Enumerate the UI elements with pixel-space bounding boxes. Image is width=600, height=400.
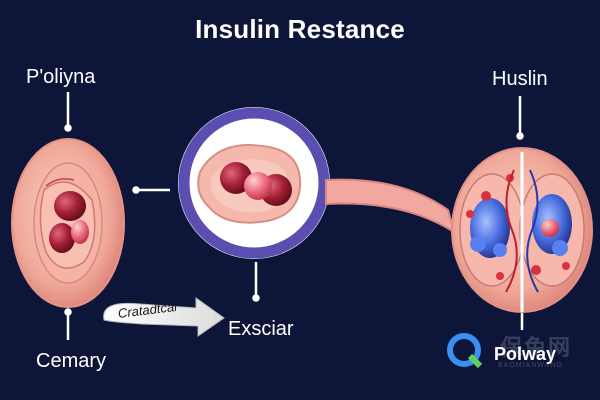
label-bottom-right: Polway (494, 344, 557, 364)
connecting-tube (325, 178, 456, 235)
right-organ (451, 147, 593, 313)
label-top-left: P'oliyna (26, 66, 96, 88)
connector-polyina-dot (64, 124, 72, 132)
connector-cemary-dot (64, 308, 72, 316)
connector-middle-dot (132, 186, 140, 194)
diagram-title: Insulin Restance (195, 14, 405, 44)
label-bottom-center: Exsciar (228, 318, 294, 340)
connector-exsciar-dot (252, 294, 260, 302)
label-bottom-left: Cemary (36, 350, 107, 372)
watermark-subtext: BAOMIANWANG (498, 362, 563, 369)
watermark-text: 保免网 (500, 336, 573, 361)
label-top-right: Huslin (492, 68, 548, 90)
left-cell (11, 138, 125, 308)
connector-huslin-dot (516, 132, 524, 140)
watermark-logo (447, 333, 483, 369)
central-cell-circle (178, 107, 330, 259)
curved-arrow (103, 297, 225, 337)
